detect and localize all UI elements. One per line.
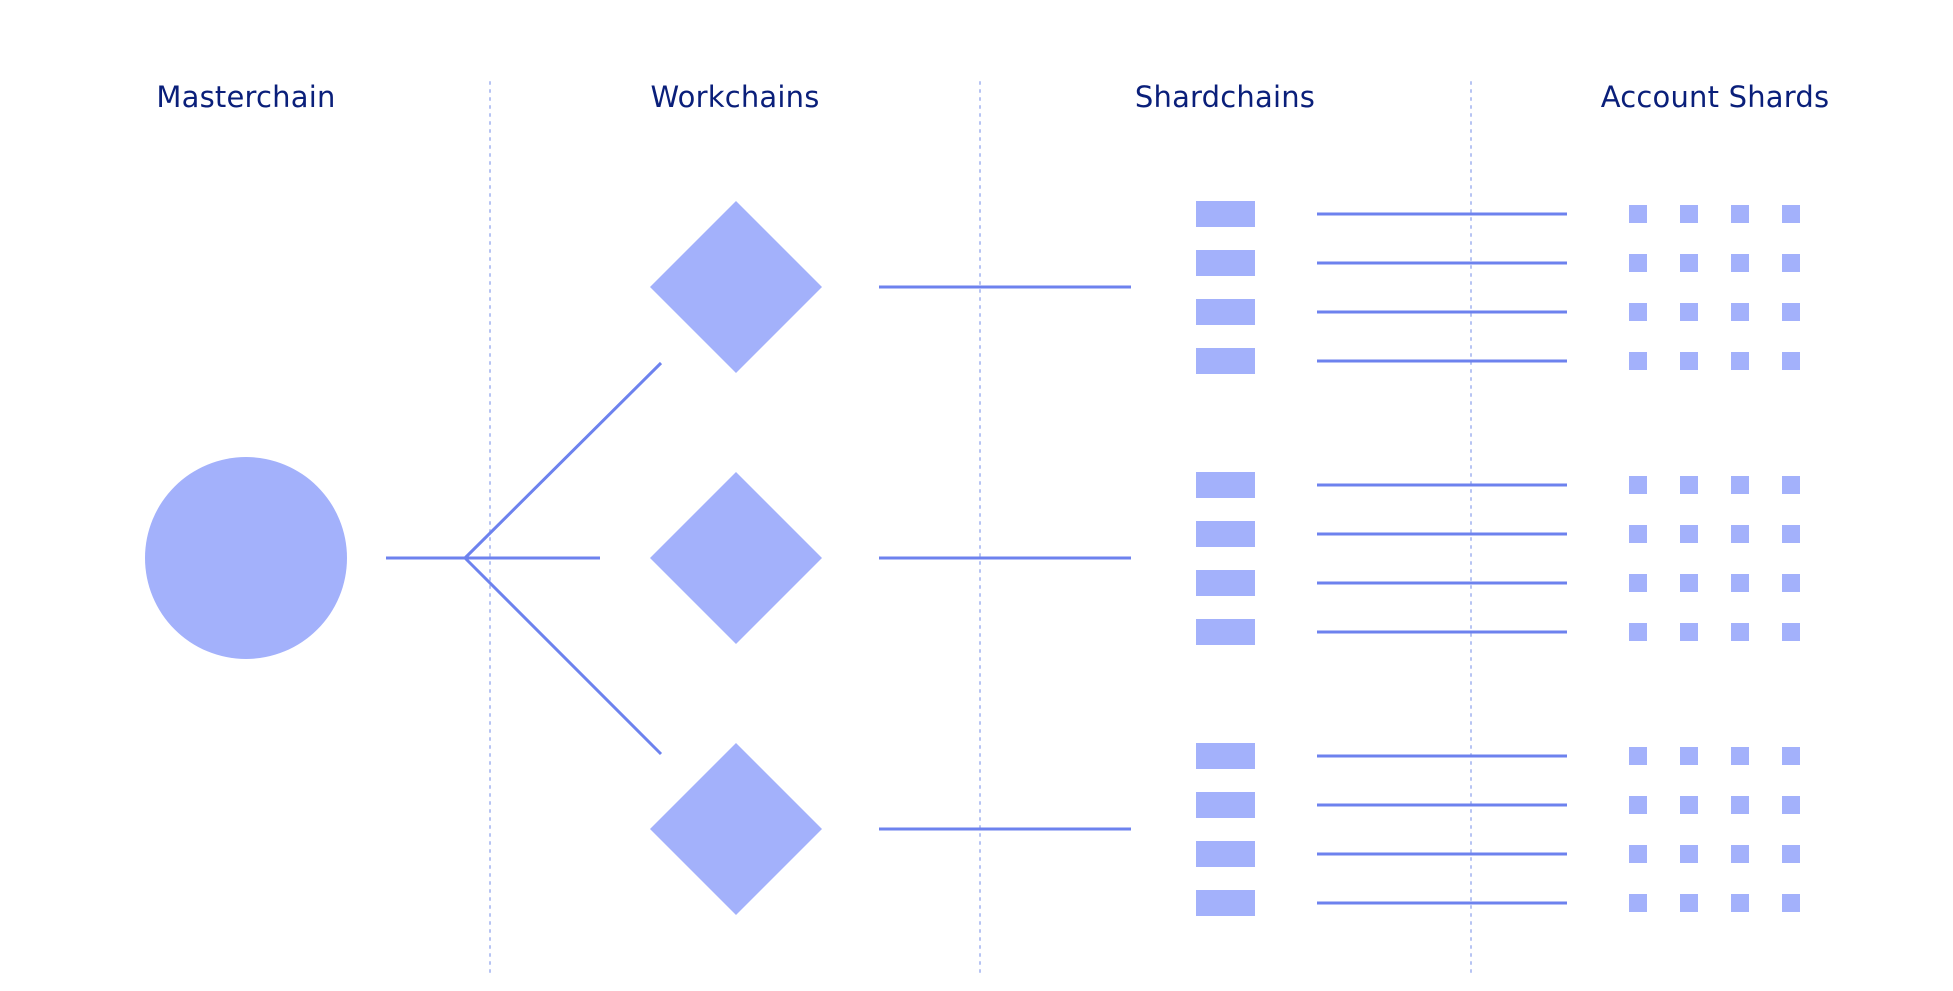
shardchain-block (1196, 619, 1255, 645)
account-shard-square (1731, 623, 1749, 641)
shardchain-block (1196, 299, 1255, 325)
account-shard-square (1629, 796, 1647, 814)
account-shard-square (1782, 894, 1800, 912)
shardchain-block (1196, 348, 1255, 374)
account-shard-square (1782, 747, 1800, 765)
account-shard-square (1680, 747, 1698, 765)
account-shard-square (1629, 574, 1647, 592)
account-shard-square (1680, 476, 1698, 494)
account-shard-square (1731, 747, 1749, 765)
account-shard-square (1629, 205, 1647, 223)
account-shard-square (1629, 845, 1647, 863)
account-shard-square (1782, 845, 1800, 863)
column-title-workchains: Workchains (650, 80, 820, 114)
shardchain-block (1196, 743, 1255, 769)
account-shard-square (1731, 476, 1749, 494)
masterchain-node (145, 457, 347, 659)
workchain-node-2 (650, 472, 822, 644)
column-title-account-shards: Account Shards (1600, 80, 1830, 114)
account-shard-square (1629, 623, 1647, 641)
shardchain-block (1196, 841, 1255, 867)
shardchain-block (1196, 792, 1255, 818)
shardchain-block (1196, 472, 1255, 498)
account-shard-square (1680, 845, 1698, 863)
account-shard-square (1680, 205, 1698, 223)
account-shard-square (1680, 894, 1698, 912)
account-shard-square (1731, 796, 1749, 814)
account-shard-square (1731, 894, 1749, 912)
account-shard-square (1782, 352, 1800, 370)
account-shard-square (1680, 574, 1698, 592)
account-shard-square (1629, 747, 1647, 765)
account-shard-square (1731, 352, 1749, 370)
workchain-node-1 (650, 201, 822, 373)
account-shard-square (1629, 525, 1647, 543)
account-shard-square (1731, 845, 1749, 863)
account-shard-square (1680, 352, 1698, 370)
account-shard-square (1680, 303, 1698, 321)
branch-line-lower (463, 556, 663, 756)
account-shard-square (1629, 894, 1647, 912)
account-shard-square (1782, 796, 1800, 814)
account-shard-square (1782, 205, 1800, 223)
account-shard-square (1731, 525, 1749, 543)
account-shard-square (1782, 476, 1800, 494)
account-shard-square (1782, 303, 1800, 321)
account-shard-square (1629, 303, 1647, 321)
account-shard-square (1731, 205, 1749, 223)
account-shard-square (1680, 525, 1698, 543)
account-shard-square (1782, 623, 1800, 641)
account-shard-square (1782, 254, 1800, 272)
account-shard-square (1680, 623, 1698, 641)
workchain-node-3 (650, 743, 822, 915)
account-shard-square (1731, 574, 1749, 592)
account-shard-square (1731, 303, 1749, 321)
branch-line-upper (463, 361, 663, 560)
account-shard-square (1731, 254, 1749, 272)
account-shard-square (1782, 525, 1800, 543)
account-shard-square (1782, 574, 1800, 592)
shardchain-block (1196, 890, 1255, 916)
account-shard-square (1629, 476, 1647, 494)
account-shard-square (1680, 796, 1698, 814)
shardchain-block (1196, 521, 1255, 547)
account-shard-square (1629, 352, 1647, 370)
account-shard-square (1629, 254, 1647, 272)
shardchain-block (1196, 250, 1255, 276)
column-title-shardchains: Shardchains (1134, 80, 1316, 114)
column-title-masterchain: Masterchain (156, 80, 336, 114)
account-shard-square (1680, 254, 1698, 272)
shardchain-block (1196, 570, 1255, 596)
shardchain-block (1196, 201, 1255, 227)
